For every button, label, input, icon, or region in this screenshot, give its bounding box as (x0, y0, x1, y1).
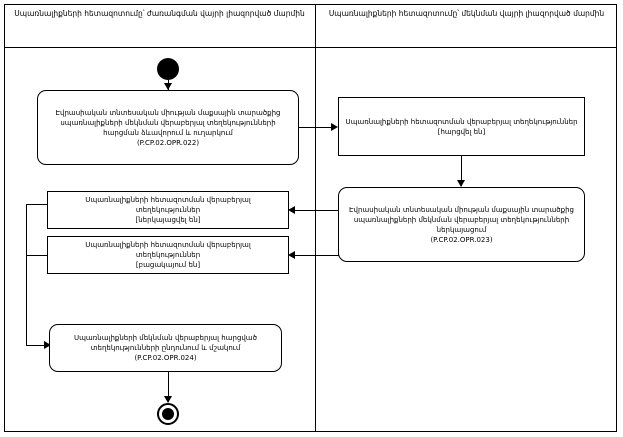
arrowhead-start-to-activity1 (164, 83, 172, 90)
arrowhead-right2-to-left-object1 (288, 206, 295, 214)
node-right-activity-1-label: Սպառնալիքների հետազոտման վերաբերյալ տեղե… (345, 117, 578, 136)
lane-header-divider (4, 47, 617, 48)
node-left-activity-1-label: Էվրասիական տնտեսական միության մաքսային տ… (55, 108, 281, 147)
edge-right2-branch-vertical (338, 210, 339, 255)
node-left-activity-2-label: Սպառնալիքների մեկնման վերաբերյալ հարցված… (73, 334, 257, 362)
arrowhead-activity1-to-right1 (331, 123, 338, 131)
arrowhead-right2-to-left-object2 (288, 251, 295, 259)
edge-left-rail-mid (26, 255, 48, 256)
node-left-object-1[interactable]: Սպառնալիքների հետազոտման վերաբերյալ տեղե… (47, 191, 289, 229)
arrowhead-rail-to-activity2 (44, 341, 51, 349)
diagram-frame (4, 4, 617, 432)
node-right-activity-2-label: Էվրասիական տնտեսական միության մաքսային տ… (349, 205, 574, 244)
edge-left-rail-vertical (26, 204, 27, 345)
end-node (157, 403, 179, 425)
lane-title-left: Սպառնալիքների հետազոտումը՝ ժառանգման վայ… (14, 9, 305, 18)
edge-left-rail-bottom (26, 345, 50, 346)
node-right-activity-2[interactable]: Էվրասիական տնտեսական միության մաքսային տ… (338, 187, 585, 262)
edge-right2-to-left-object1 (293, 210, 338, 211)
edge-activity2-to-end (168, 372, 169, 402)
edge-left-rail-top (26, 204, 48, 205)
edge-activity1-to-right1 (299, 127, 335, 128)
arrowhead-right1-to-right2 (457, 180, 465, 187)
arrowhead-activity2-to-end (164, 396, 172, 403)
node-right-activity-1[interactable]: Սպառնալիքների հետազոտման վերաբերյալ տեղե… (338, 97, 585, 156)
node-left-object-1-label: Սպառնալիքների հետազոտման վերաբերյալ տեղե… (85, 196, 251, 224)
node-left-object-2-label: Սպառնալիքների հետազոտման վերաբերյալ տեղե… (85, 241, 251, 269)
node-left-activity-1[interactable]: Էվրասիական տնտեսական միության մաքսային տ… (37, 90, 299, 165)
end-node-inner (162, 408, 174, 420)
start-node (157, 58, 179, 80)
lane-divider (315, 4, 316, 432)
lane-title-right: Սպառնալիքների հետազոտումը՝ մեկնման վայրի… (328, 9, 605, 18)
edge-right1-to-right2 (461, 156, 462, 186)
edge-right2-to-left-object2 (293, 255, 339, 256)
node-left-activity-2[interactable]: Սպառնալիքների մեկնման վերաբերյալ հարցված… (49, 324, 282, 372)
node-left-object-2[interactable]: Սպառնալիքների հետազոտման վերաբերյալ տեղե… (47, 236, 289, 274)
